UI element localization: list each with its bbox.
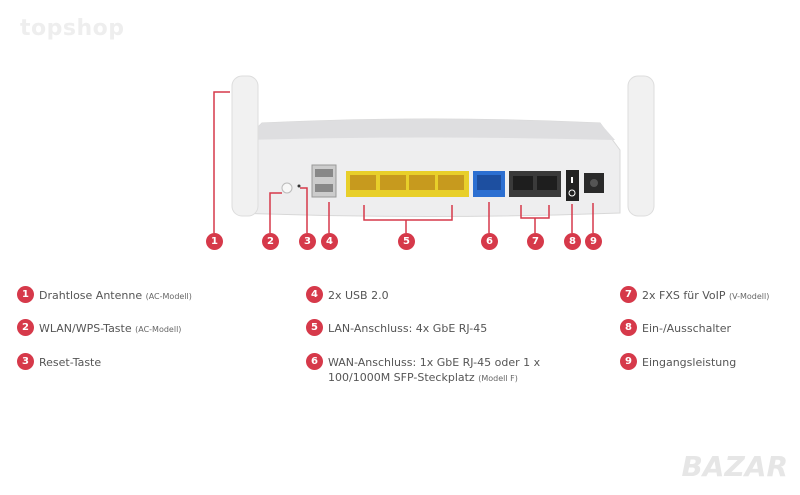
legend-number: 7 — [620, 286, 637, 303]
callout-2: 2 — [262, 233, 279, 250]
callout-9: 9 — [585, 233, 602, 250]
legend-text: WAN-Anschluss: 1x GbE RJ-45 oder 1 x 100… — [328, 355, 546, 386]
legend-text: WLAN/WPS-Taste (AC-Modell) — [39, 321, 181, 337]
callout-3: 3 — [299, 233, 316, 250]
legend-note: (Modell F) — [478, 374, 518, 383]
legend-item-3: 3 Reset-Taste — [17, 353, 102, 370]
callout-6: 6 — [481, 233, 498, 250]
callout-4: 4 — [321, 233, 338, 250]
legend-number: 4 — [306, 286, 323, 303]
topshop-watermark: topshop — [20, 16, 125, 41]
legend-item-1: 1 Drahtlose Antenne (AC-Modell) — [17, 286, 192, 304]
callout-7: 7 — [527, 233, 544, 250]
callout-8: 8 — [564, 233, 581, 250]
legend-number: 6 — [306, 353, 323, 370]
legend-label: WAN-Anschluss: 1x GbE RJ-45 oder 1 x 100… — [328, 356, 541, 384]
callout-1: 1 — [206, 233, 223, 250]
legend-number: 5 — [306, 319, 323, 336]
legend-item-9: 9 Eingangsleistung — [620, 353, 737, 370]
router-rear-image — [213, 75, 655, 233]
legend-label: LAN-Anschluss: 4x GbE RJ-45 — [328, 322, 488, 335]
legend-label: Eingangsleistung — [642, 356, 737, 369]
legend-label: 2x FXS für VoIP — [642, 289, 726, 302]
right-antenna — [627, 75, 655, 217]
reset-hole — [297, 184, 301, 188]
legend-label: 2x USB 2.0 — [328, 289, 389, 302]
legend-number: 3 — [17, 353, 34, 370]
legend-number: 1 — [17, 286, 34, 303]
callout-5: 5 — [398, 233, 415, 250]
legend-text: 2x FXS für VoIP (V-Modell) — [642, 288, 769, 304]
legend-note: (AC-Modell) — [135, 325, 182, 334]
legend-item-6: 6 WAN-Anschluss: 1x GbE RJ-45 oder 1 x 1… — [306, 353, 546, 386]
bazar-watermark: BAZAR — [681, 450, 788, 483]
wps-button — [281, 182, 293, 194]
legend-note: (V-Modell) — [729, 292, 770, 301]
legend-text: Drahtlose Antenne (AC-Modell) — [39, 288, 192, 304]
legend-item-8: 8 Ein-/Ausschalter — [620, 319, 732, 336]
legend-item-4: 4 2x USB 2.0 — [306, 286, 389, 303]
legend-number: 9 — [620, 353, 637, 370]
legend-label: Reset-Taste — [39, 356, 102, 369]
legend-item-2: 2 WLAN/WPS-Taste (AC-Modell) — [17, 319, 181, 337]
legend-label: WLAN/WPS-Taste — [39, 322, 132, 335]
left-antenna — [231, 75, 259, 217]
legend-number: 2 — [17, 319, 34, 336]
legend-label: Drahtlose Antenne — [39, 289, 143, 302]
legend-item-7: 7 2x FXS für VoIP (V-Modell) — [620, 286, 769, 304]
legend-number: 8 — [620, 319, 637, 336]
legend-note: (AC-Modell) — [145, 292, 192, 301]
legend-item-5: 5 LAN-Anschluss: 4x GbE RJ-45 — [306, 319, 488, 336]
legend-label: Ein-/Ausschalter — [642, 322, 732, 335]
